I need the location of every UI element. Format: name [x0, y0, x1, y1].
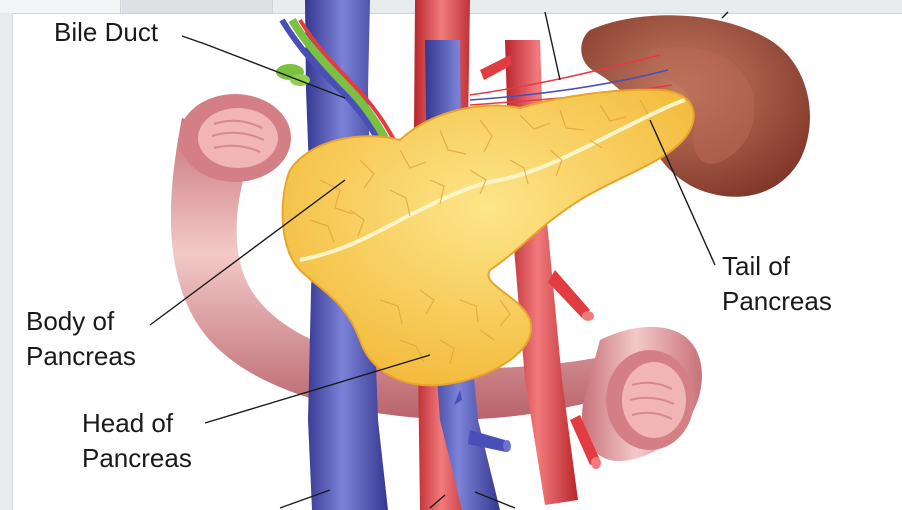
tail-of-pancreas-label-line1: Tail of: [722, 250, 790, 282]
body-of-pancreas-label-line2: Pancreas: [26, 340, 136, 372]
head-of-pancreas-label-line2: Pancreas: [82, 442, 192, 474]
tail-of-pancreas-label-line2: Pancreas: [722, 285, 832, 317]
bile-duct-label: Bile Duct: [54, 16, 158, 48]
body-of-pancreas-label-line1: Body of: [26, 305, 114, 337]
top-right-leader: [722, 12, 728, 18]
top-center-leader: [545, 12, 560, 80]
head-of-pancreas-label-line1: Head of: [82, 407, 173, 439]
